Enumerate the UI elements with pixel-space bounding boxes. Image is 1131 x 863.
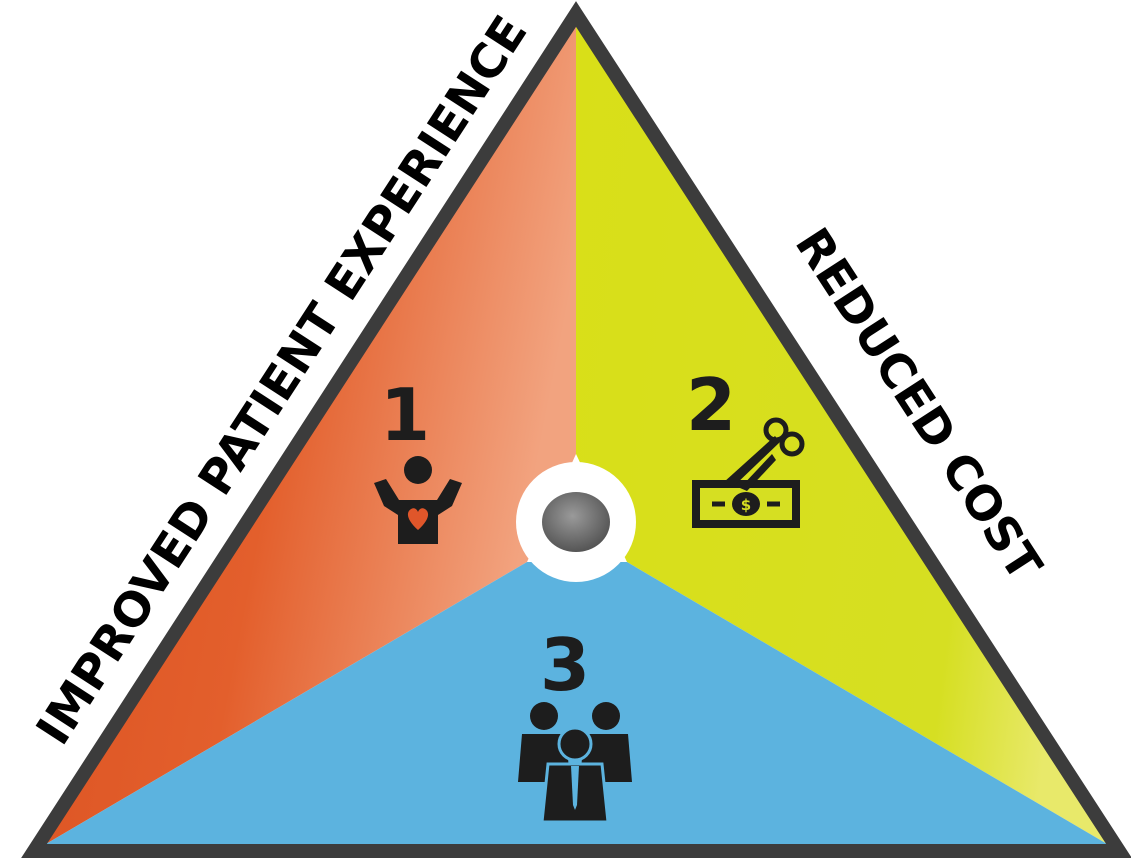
segment-1-number: 1: [380, 373, 430, 457]
center-circle-inner: [542, 492, 610, 552]
segment-3-number: 3: [540, 623, 590, 707]
segment-2-number: 2: [686, 363, 736, 447]
triangle-border: [21, 1, 1131, 858]
people-group-icon: [518, 702, 632, 824]
person-heart-icon: [374, 456, 462, 544]
cut-cost-icon: $: [692, 417, 805, 528]
svg-text:$: $: [741, 496, 751, 514]
segment-3-population-health: [34, 562, 1119, 851]
